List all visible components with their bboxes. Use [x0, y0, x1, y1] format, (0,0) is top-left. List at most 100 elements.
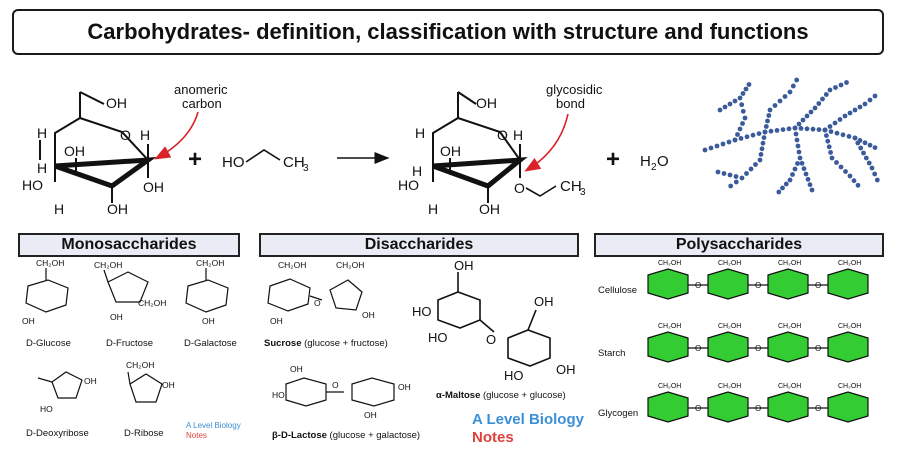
svg-text:HO: HO	[222, 154, 245, 171]
glucose-unit	[707, 331, 749, 363]
glucose-unit-ch2oh: CH₂OH	[658, 383, 681, 390]
product-ch3-sub: 3	[580, 187, 586, 198]
maltose-caption: α-Maltose (glucose + glucose)	[436, 390, 566, 401]
glycogen-dot	[827, 87, 833, 93]
glycogen-dot	[808, 109, 814, 115]
glycogen-dot	[732, 137, 738, 143]
ribose-ring-icon	[127, 371, 163, 403]
sucrose-structure	[267, 278, 363, 312]
glycogen-dot	[796, 149, 802, 155]
glycogen-dot	[795, 161, 800, 166]
glycogen-dot	[746, 82, 752, 87]
glycogen-dot	[737, 126, 743, 132]
glucose-oh-c4: OH	[64, 143, 85, 159]
glucose-unit	[707, 391, 749, 423]
glucose-h3: H	[37, 160, 47, 176]
glycogen-dot	[834, 160, 839, 165]
product-h3: H	[412, 163, 422, 179]
glycogen-dot	[827, 124, 833, 129]
glycogen-dot	[787, 177, 793, 183]
glucose-oh: OH	[22, 316, 35, 326]
glucose-unit-ch2oh: CH₂OH	[778, 383, 801, 390]
glycogen-dot	[797, 155, 803, 161]
glucose-unit	[767, 331, 809, 363]
galactose-oh: OH	[202, 316, 215, 326]
glycogen-dot	[828, 129, 834, 135]
glycogen-dot	[795, 143, 801, 149]
glucose-h4: H	[54, 201, 64, 217]
glycogen-dot	[862, 140, 868, 146]
glycogen-dot	[822, 127, 828, 133]
glycosidic-o: O	[755, 404, 761, 413]
fructose-ring-icon	[103, 269, 149, 303]
glycogen-dot	[738, 136, 744, 141]
lactose-oh-3: OH	[364, 410, 377, 420]
sucrose-link-o: O	[314, 298, 321, 308]
anomeric-label-line1: anomeric	[174, 82, 228, 97]
ribose-oh: OH	[162, 380, 175, 390]
glycogen-dot	[744, 134, 750, 140]
glycogen-dot	[792, 125, 798, 131]
maltose-structure	[437, 272, 551, 367]
glycogen-dot	[714, 143, 720, 149]
glycogen-dot	[722, 104, 728, 110]
glucose-unit-ch2oh: CH₂OH	[838, 260, 861, 267]
sucrose-ch2oh-1: CH₂OH	[278, 260, 306, 270]
label-d-glucose: D-Glucose	[26, 338, 71, 349]
glucose-unit-ch2oh: CH₂OH	[778, 260, 801, 267]
glycogen-dot	[805, 176, 811, 182]
glycogen-dot	[787, 89, 793, 95]
glycogen-dot	[765, 118, 770, 124]
glycogen-dot	[760, 140, 766, 146]
glycogen-dot	[855, 182, 861, 188]
glucose-unit	[647, 391, 689, 423]
glycosidic-o: O	[815, 404, 821, 413]
plus-sign-1: +	[188, 146, 202, 173]
glycogen-dot	[793, 131, 799, 137]
glycogen-dot	[717, 107, 723, 113]
glycogen-dot	[732, 98, 738, 104]
plus-sign-2: +	[606, 146, 620, 173]
glycogen-dot	[753, 162, 758, 167]
glycogen-dot	[832, 120, 838, 126]
glycogen-dot	[810, 126, 816, 132]
glycogen-dot	[837, 117, 843, 122]
product-ho: HO	[398, 177, 419, 193]
glycosidic-o: O	[695, 281, 701, 290]
glycogen-dot	[861, 150, 866, 156]
glycogen-dot	[733, 179, 739, 185]
label-starch: Starch	[598, 348, 625, 359]
maltose-oh-2: OH	[534, 294, 554, 309]
glycogen-dot	[809, 187, 815, 193]
fructose-ch2oh: CH₂OH	[94, 260, 122, 270]
lactose-structure	[285, 377, 395, 407]
glycosidic-label-line2: bond	[556, 96, 585, 111]
glycogen-dot	[866, 160, 872, 166]
glycogen-dot	[816, 101, 822, 106]
glucose-unit-ch2oh: CH₂OH	[778, 323, 801, 330]
watermark-small: A Level Biology Notes	[186, 421, 241, 440]
glycogen-dot	[776, 189, 782, 195]
glycogen-dot	[792, 166, 798, 172]
glucose-unit	[707, 268, 749, 300]
glucose-oh-bottom: OH	[107, 201, 128, 217]
glycogen-dot	[715, 169, 721, 175]
glycogen-dot	[858, 145, 864, 151]
lactose-oh-2: OH	[398, 382, 411, 392]
glycogen-dot	[737, 95, 743, 101]
glycogen-dot	[852, 107, 858, 113]
glucose-unit	[767, 391, 809, 423]
glycogen-dot	[826, 144, 832, 150]
glycogen-dot	[766, 113, 772, 118]
label-d-galactose: D-Galactose	[184, 338, 237, 349]
glycogen-dot	[708, 145, 714, 151]
glycogen-dot	[851, 178, 857, 184]
glycogen-dot	[790, 83, 796, 89]
glycogen-dot	[744, 171, 749, 176]
disaccharides-header: Disaccharides	[259, 233, 579, 257]
glycosidic-o: O	[695, 344, 701, 353]
glycogen-dot	[748, 166, 754, 172]
glycogen-branching-image	[702, 77, 880, 195]
glycogen-dot	[803, 171, 809, 177]
glycogen-dot	[799, 160, 805, 166]
